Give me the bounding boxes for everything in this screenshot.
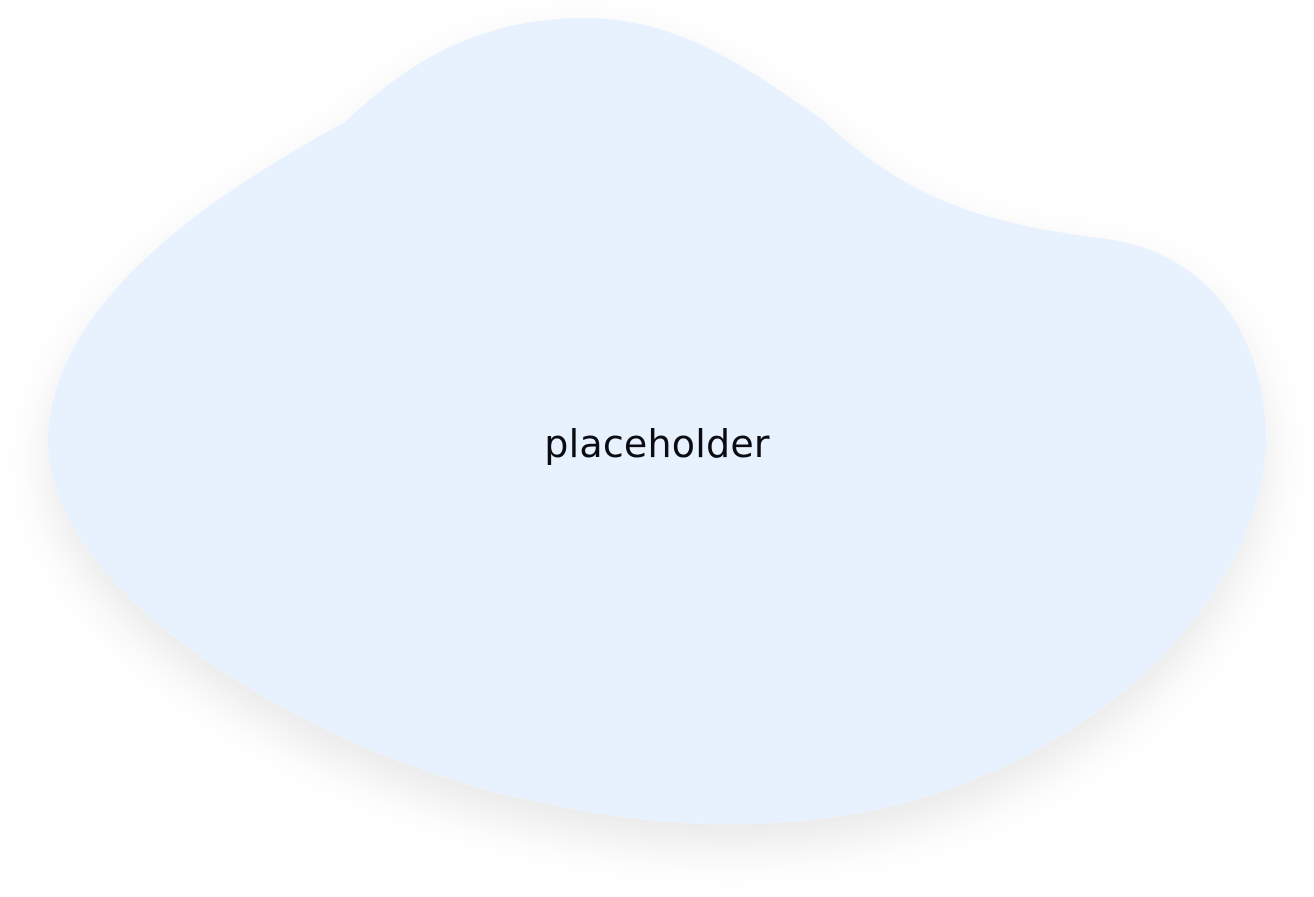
placeholder-label: placeholder <box>544 422 770 466</box>
blob-body <box>47 18 1267 825</box>
